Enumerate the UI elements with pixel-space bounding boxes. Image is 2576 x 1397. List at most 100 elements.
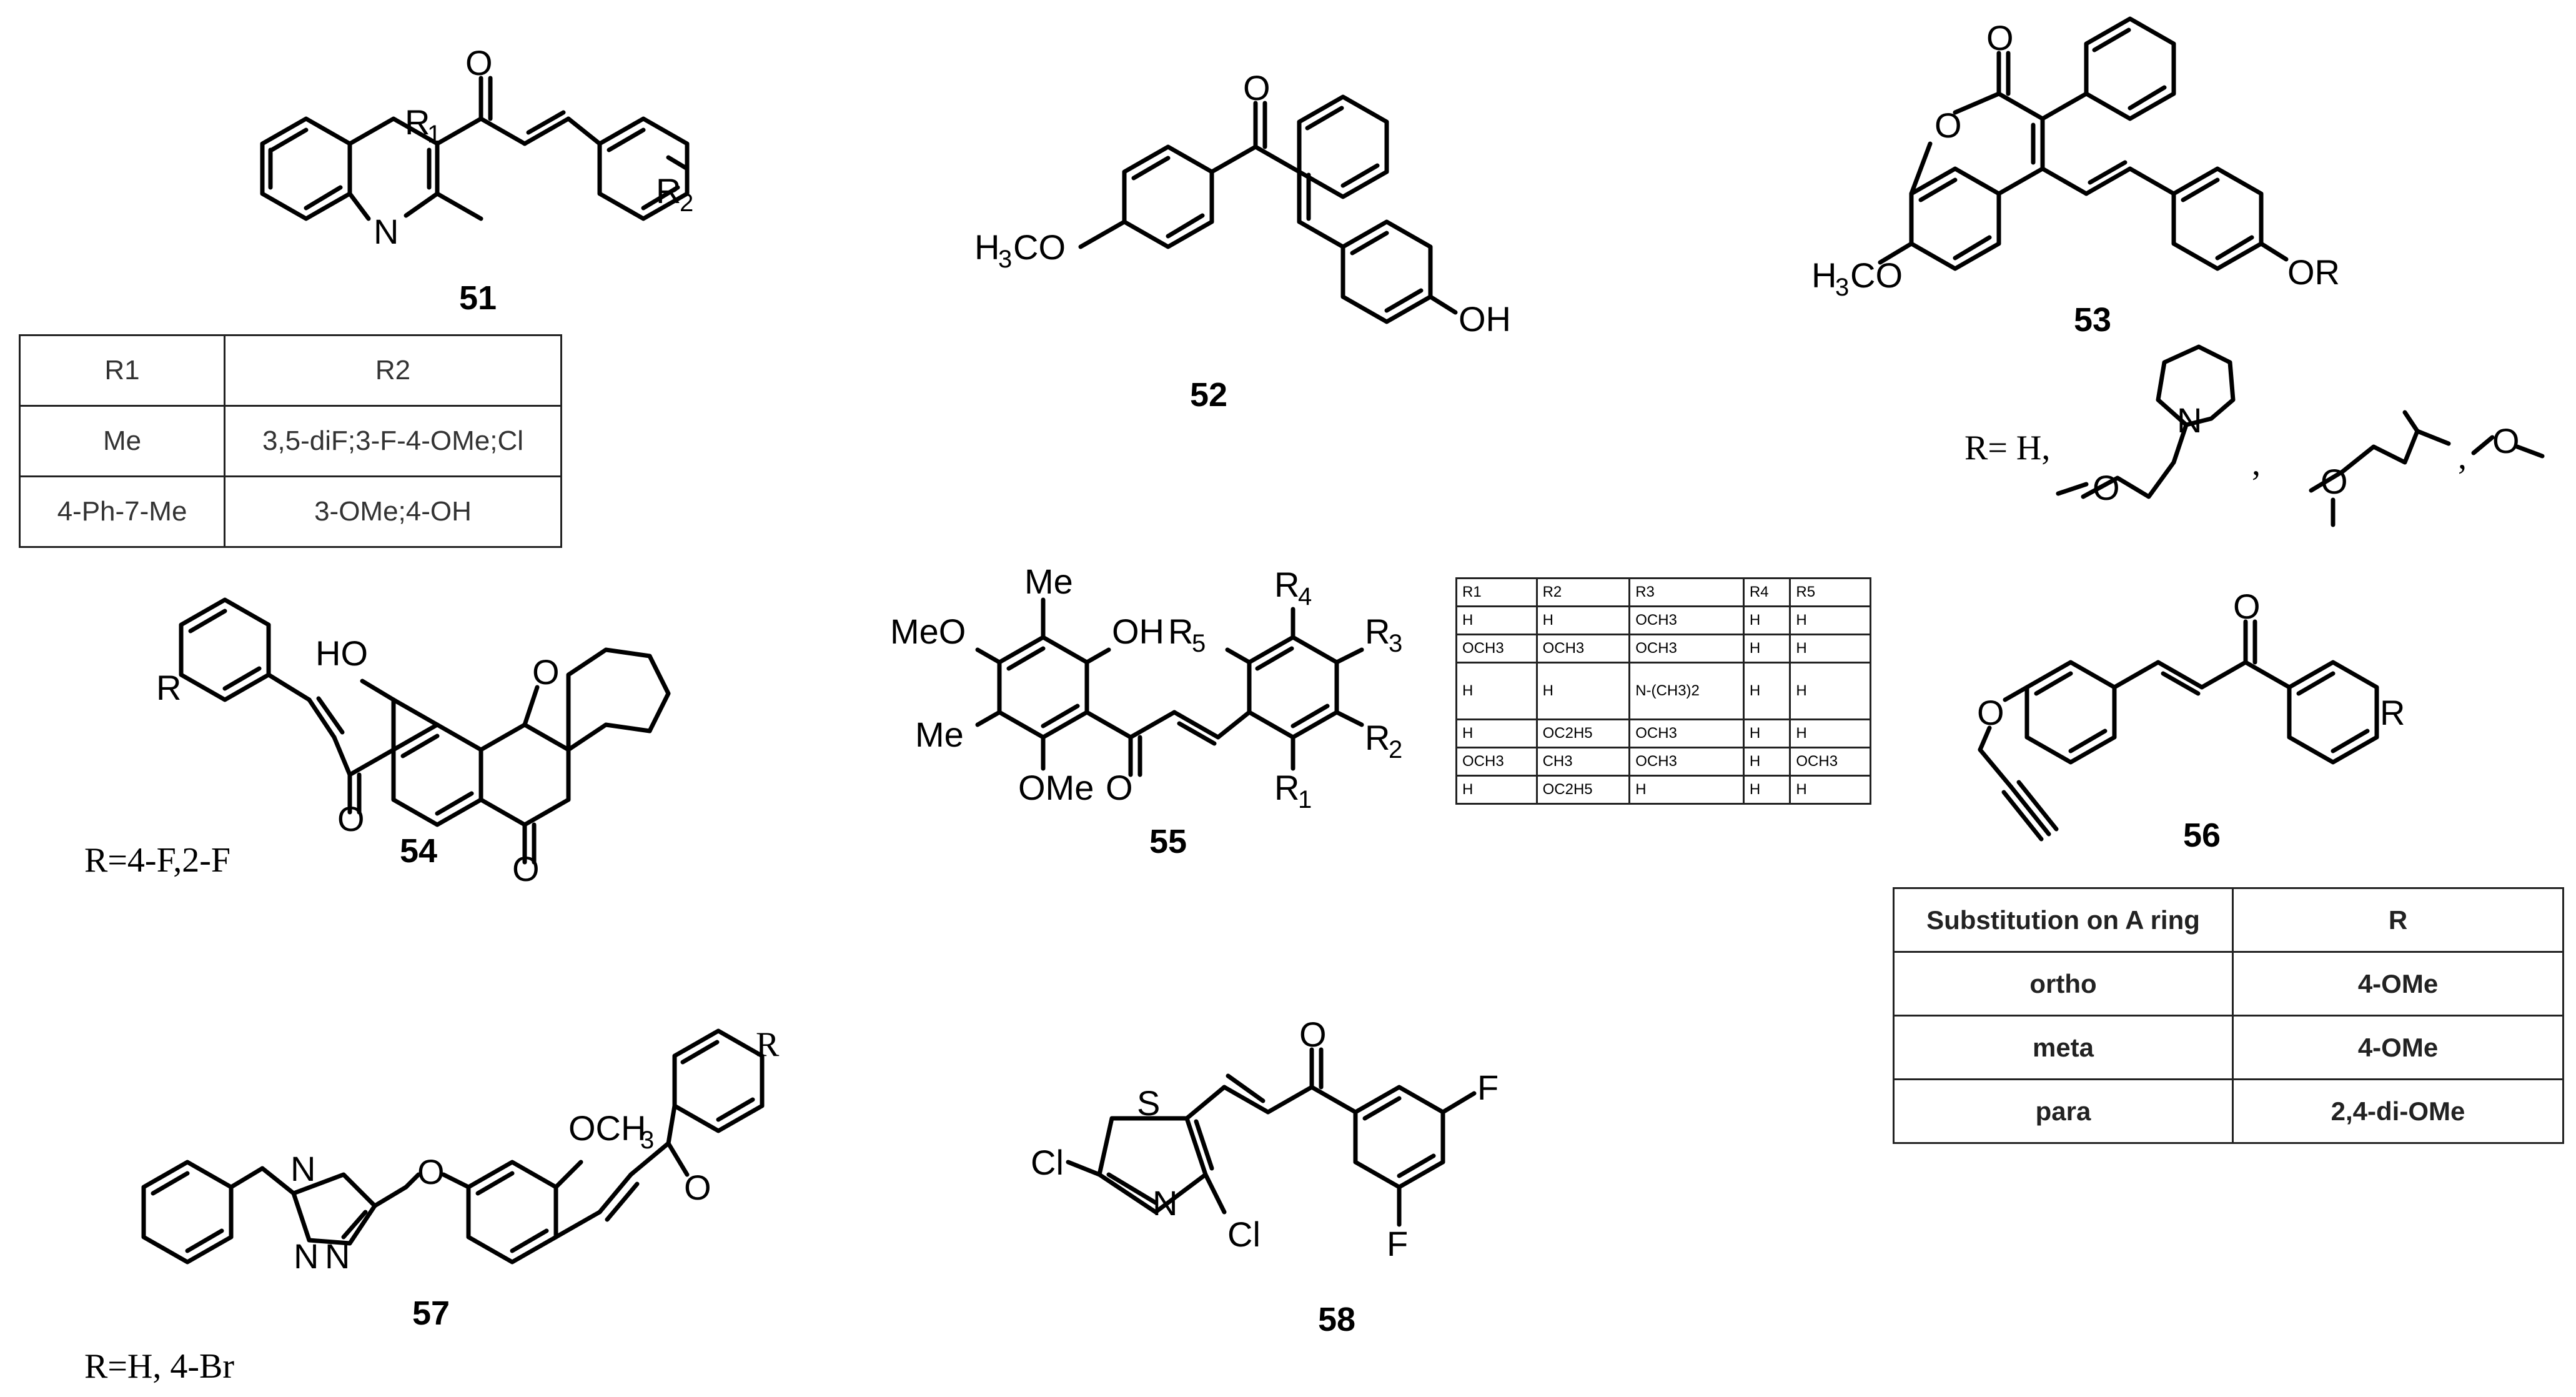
svg-text:3: 3: [640, 1126, 654, 1154]
svg-text:R: R: [2380, 693, 2405, 732]
svg-text:O: O: [417, 1152, 445, 1191]
table-row: R1 R2 R3 R4 R5: [1455, 577, 1871, 607]
table-row: meta 4-OMe: [1893, 1015, 2564, 1080]
svg-text:CO: CO: [1850, 256, 1903, 295]
svg-text:O: O: [2093, 468, 2120, 507]
table-51: R1 R2 Me 3,5-diF;3-F-4-OMe;Cl 4-Ph-7-Me …: [19, 334, 562, 548]
svg-text:R: R: [405, 102, 430, 142]
svg-text:OH: OH: [1459, 299, 1511, 339]
table-cell: H: [1628, 775, 1745, 805]
table-header-cell: R5: [1789, 577, 1871, 607]
svg-text:O: O: [684, 1168, 711, 1207]
table-row: H OC2H5 OCH3 H H: [1455, 718, 1871, 748]
svg-text:O: O: [1934, 106, 1962, 145]
table-header-cell: R2: [1535, 577, 1631, 607]
svg-text:R: R: [1168, 612, 1193, 651]
svg-text:2: 2: [680, 189, 693, 217]
table-cell: OC2H5: [1535, 718, 1631, 748]
table-row: Me 3,5-diF;3-F-4-OMe;Cl: [19, 405, 562, 477]
svg-text:O: O: [2233, 587, 2261, 626]
table-cell: CH3: [1535, 747, 1631, 777]
svg-text:,: ,: [2458, 438, 2467, 477]
r-note-57: R=H, 4-Br: [84, 1347, 234, 1386]
svg-text:O: O: [2492, 421, 2520, 460]
svg-text:Cl: Cl: [1227, 1215, 1261, 1254]
table-cell: para: [1893, 1078, 2234, 1144]
svg-text:3: 3: [1835, 274, 1849, 301]
svg-text:N: N: [325, 1236, 350, 1276]
table-cell: H: [1535, 605, 1631, 635]
table-cell: Me: [19, 405, 225, 477]
structure-53: O O H 3 CO OR 53 R= H, N O , O , O: [1811, 16, 2545, 527]
table-51-header-r1: R1: [19, 334, 225, 407]
svg-text:2: 2: [1389, 736, 1402, 763]
svg-text:R: R: [1274, 565, 1299, 604]
table-cell: H: [1455, 775, 1538, 805]
svg-text:HO: HO: [315, 634, 368, 673]
svg-text:F: F: [1477, 1068, 1499, 1107]
table-cell: OCH3: [1789, 747, 1871, 777]
svg-text:,: ,: [2252, 444, 2261, 483]
svg-text:S: S: [1137, 1083, 1160, 1123]
svg-text:O: O: [1977, 693, 2004, 732]
svg-text:1: 1: [1298, 786, 1312, 813]
svg-text:3: 3: [1389, 630, 1402, 657]
structure-58: S N Cl Cl O F F 58: [1031, 1015, 1499, 1338]
table-cell: 4-OMe: [2232, 951, 2564, 1017]
svg-text:OCH: OCH: [568, 1108, 646, 1148]
table-cell: 4-Ph-7-Me: [19, 475, 225, 548]
table-row: OCH3 CH3 OCH3 H OCH3: [1455, 747, 1871, 777]
table-cell: OCH3: [1628, 634, 1745, 664]
table-cell: H: [1789, 634, 1871, 664]
r-note-54: R=4-F,2-F: [84, 841, 230, 880]
svg-text:4: 4: [1298, 583, 1312, 610]
svg-text:OMe: OMe: [1018, 768, 1094, 807]
table-cell: OC2H5: [1535, 775, 1631, 805]
svg-text:O: O: [1243, 68, 1271, 107]
table-cell: H: [1742, 662, 1791, 720]
svg-text:R: R: [756, 1025, 780, 1064]
svg-text:O: O: [1299, 1015, 1327, 1054]
table-row: ortho 4-OMe: [1893, 951, 2564, 1017]
svg-text:R: R: [156, 668, 181, 707]
table-cell: H: [1455, 718, 1538, 748]
table-row: R1 R2: [19, 334, 562, 407]
r-definition-53: R= H,: [1964, 429, 2050, 467]
table-cell: H: [1455, 605, 1538, 635]
svg-text:H: H: [1811, 256, 1836, 295]
table-cell: H: [1742, 747, 1791, 777]
svg-text:OR: OR: [2287, 252, 2340, 292]
svg-text:H: H: [974, 227, 999, 267]
compound-label-53: 53: [2074, 301, 2111, 339]
table-row: Substitution on A ring R: [1893, 887, 2564, 953]
table-cell: ortho: [1893, 951, 2234, 1017]
table-cell: H: [1742, 634, 1791, 664]
compound-label-54: 54: [400, 832, 437, 870]
compound-label-55: 55: [1149, 823, 1187, 860]
table-cell: H: [1789, 718, 1871, 748]
table-cell: H: [1789, 605, 1871, 635]
compound-label-52: 52: [1190, 376, 1227, 414]
compound-label-56: 56: [2183, 817, 2221, 854]
svg-text:O: O: [465, 43, 493, 82]
table-cell: OCH3: [1455, 747, 1538, 777]
table-56: Substitution on A ring R ortho 4-OMe met…: [1893, 887, 2564, 1144]
table-row: para 2,4-di-OMe: [1893, 1078, 2564, 1144]
table-cell: H: [1535, 662, 1631, 720]
svg-text:O: O: [532, 652, 560, 692]
table-51-header-r2: R2: [224, 334, 562, 407]
svg-text:R: R: [1365, 612, 1390, 651]
svg-text:N: N: [374, 212, 399, 251]
svg-text:R: R: [1365, 718, 1390, 757]
table-cell: 3-OMe;4-OH: [224, 475, 562, 548]
svg-text:OH: OH: [1112, 612, 1164, 651]
table-header-cell: Substitution on A ring: [1893, 887, 2234, 953]
structure-54: HO O O O R R=4-F,2-F 54: [84, 597, 671, 888]
table-header-cell: R3: [1628, 577, 1745, 607]
table-cell: OCH3: [1628, 747, 1745, 777]
table-cell: OCH3: [1455, 634, 1538, 664]
table-cell: H: [1742, 605, 1791, 635]
svg-text:F: F: [1387, 1224, 1408, 1263]
structure-56: O O R 56: [1977, 587, 2405, 854]
structure-52: O H 3 CO OH 52: [974, 68, 1511, 414]
